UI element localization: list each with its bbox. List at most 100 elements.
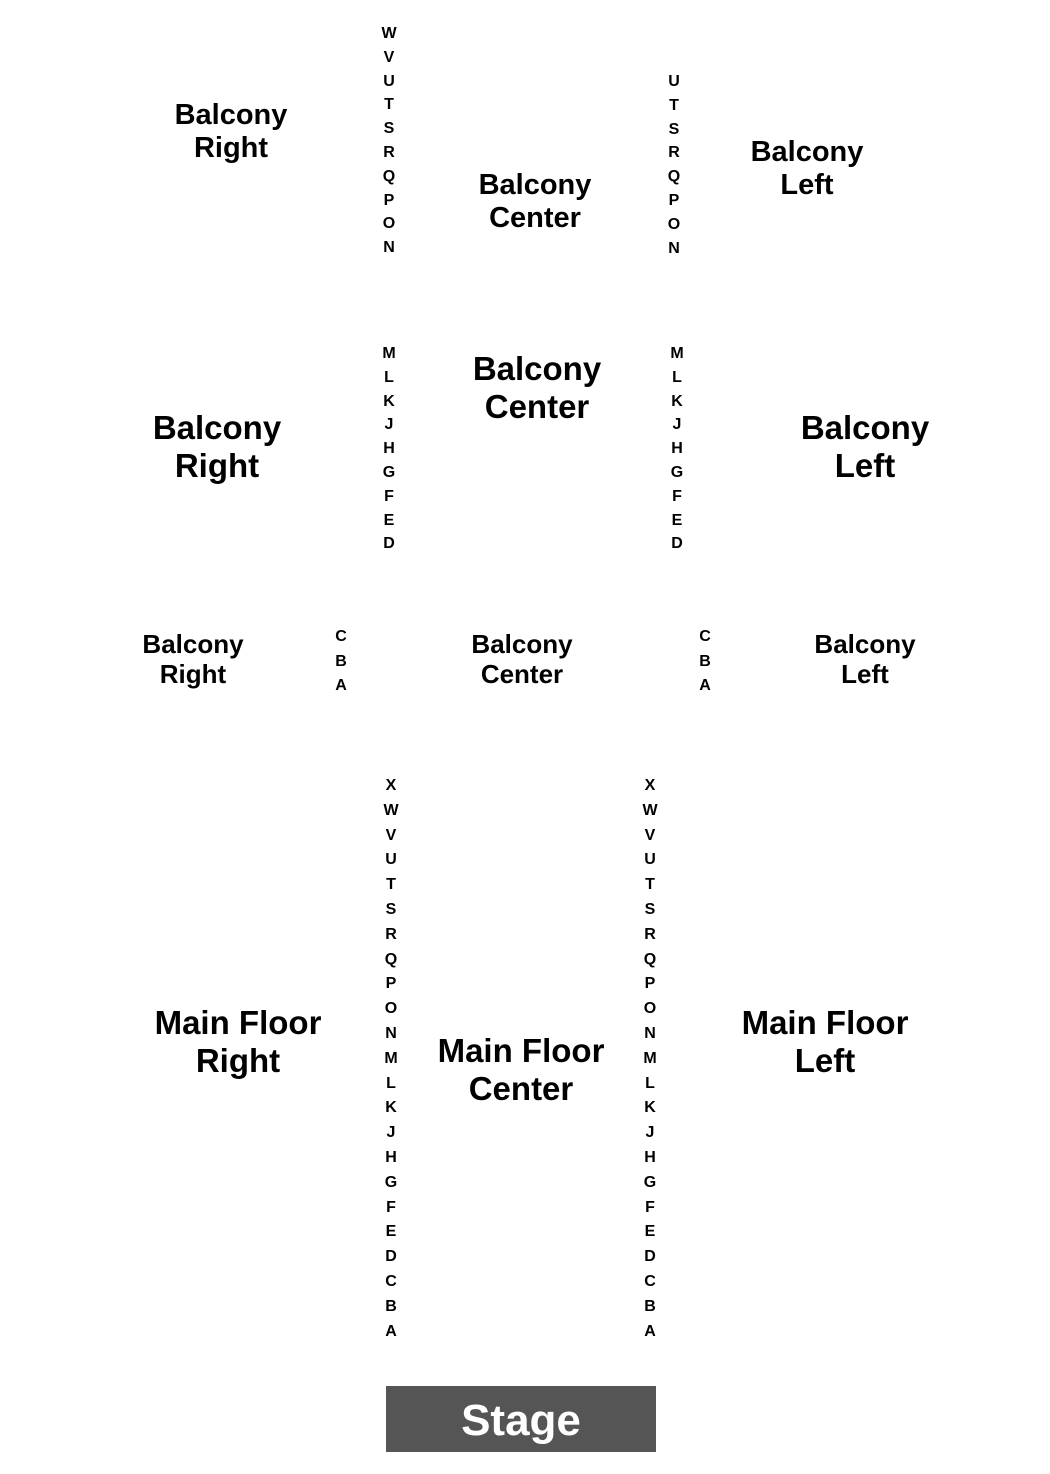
row-label: W — [383, 801, 399, 819]
section-side: Right — [193, 132, 269, 165]
section-name: Balcony — [472, 350, 602, 387]
row-label: P — [383, 191, 395, 209]
row-label: U — [385, 851, 397, 869]
section-name: Main Floor — [741, 1004, 909, 1041]
row-label: Q — [384, 950, 398, 968]
row-label: B — [644, 1297, 656, 1315]
row-label: V — [644, 826, 656, 844]
section-main-floor-center[interactable]: Main Floor Center — [438, 1032, 605, 1108]
row-label: C — [335, 628, 347, 645]
section-balcony-upper-right[interactable]: Balcony Right — [175, 99, 288, 166]
row-label: O — [384, 1000, 398, 1018]
row-label: M — [382, 345, 396, 362]
section-name: Balcony — [750, 136, 864, 168]
row-label: R — [383, 143, 395, 161]
section-main-floor-left[interactable]: Main Floor Left — [742, 1004, 909, 1080]
row-label: P — [385, 975, 397, 993]
row-label: R — [644, 925, 656, 943]
row-label: O — [667, 215, 681, 233]
row-label: L — [672, 368, 682, 386]
row-label: R — [668, 144, 680, 162]
row-label: U — [383, 72, 395, 90]
row-label: B — [335, 652, 347, 670]
section-balcony-front-center[interactable]: Balcony Center — [471, 629, 573, 690]
section-side: Right — [195, 1041, 281, 1079]
section-name: Main Floor — [437, 1032, 605, 1069]
section-name: Balcony — [814, 629, 916, 659]
row-label: M — [670, 345, 684, 362]
row-label: V — [385, 826, 397, 844]
row-label: X — [385, 777, 397, 794]
section-side: Center — [480, 658, 564, 689]
row-label: C — [644, 1272, 656, 1290]
section-side: Left — [834, 446, 896, 484]
row-label: F — [645, 1198, 655, 1216]
row-label: T — [645, 876, 655, 894]
row-label: W — [642, 801, 658, 819]
section-side: Center — [484, 387, 590, 425]
row-label: L — [386, 1074, 396, 1092]
row-label: G — [382, 463, 396, 481]
section-balcony-upper-left[interactable]: Balcony Left — [751, 136, 864, 203]
row-label: P — [668, 191, 680, 209]
row-label: V — [383, 48, 395, 66]
row-label: J — [645, 1124, 655, 1142]
row-label: Q — [667, 168, 681, 186]
section-name: Balcony — [471, 629, 573, 659]
row-label: N — [383, 239, 395, 257]
row-label: J — [386, 1124, 396, 1142]
row-label: O — [382, 215, 396, 233]
row-label: W — [381, 25, 397, 42]
row-label: G — [670, 463, 684, 481]
row-label: D — [385, 1248, 397, 1266]
row-label: T — [384, 96, 394, 114]
stage: Stage — [386, 1386, 656, 1452]
section-balcony-middle-right[interactable]: Balcony Right — [153, 409, 281, 485]
row-label: N — [385, 1024, 397, 1042]
row-label: Q — [382, 167, 396, 185]
row-label: X — [644, 777, 656, 794]
row-label: P — [644, 975, 656, 993]
row-label: G — [643, 1173, 657, 1191]
row-label: S — [383, 120, 395, 138]
section-balcony-front-left[interactable]: Balcony Left — [814, 629, 916, 690]
row-label: S — [385, 900, 397, 918]
row-label: D — [671, 535, 683, 553]
section-balcony-upper-center[interactable]: Balcony Center — [479, 169, 592, 236]
row-label: N — [644, 1024, 656, 1042]
row-label: L — [645, 1074, 655, 1092]
section-side: Left — [841, 658, 889, 689]
section-side: Right — [174, 446, 260, 484]
row-label: J — [384, 416, 394, 434]
row-label: B — [699, 652, 711, 670]
row-label: N — [668, 239, 680, 257]
row-label: R — [385, 925, 397, 943]
row-label: H — [671, 440, 683, 458]
row-label: S — [668, 120, 680, 138]
section-name: Balcony — [800, 409, 930, 446]
row-label: H — [383, 440, 395, 458]
row-label: F — [386, 1198, 396, 1216]
row-label: J — [672, 416, 682, 434]
section-main-floor-right[interactable]: Main Floor Right — [155, 1004, 322, 1080]
section-balcony-front-right[interactable]: Balcony Right — [142, 629, 243, 690]
row-label: E — [383, 511, 395, 529]
section-side: Left — [794, 1041, 856, 1079]
row-label: F — [384, 487, 394, 505]
section-balcony-middle-center[interactable]: Balcony Center — [473, 350, 601, 426]
row-label: K — [385, 1099, 397, 1117]
row-label: M — [384, 1049, 398, 1067]
row-label: D — [383, 535, 395, 553]
row-label: U — [668, 73, 680, 90]
row-label: U — [644, 851, 656, 869]
section-balcony-middle-left[interactable]: Balcony Left — [801, 409, 929, 485]
row-label: K — [644, 1099, 656, 1117]
